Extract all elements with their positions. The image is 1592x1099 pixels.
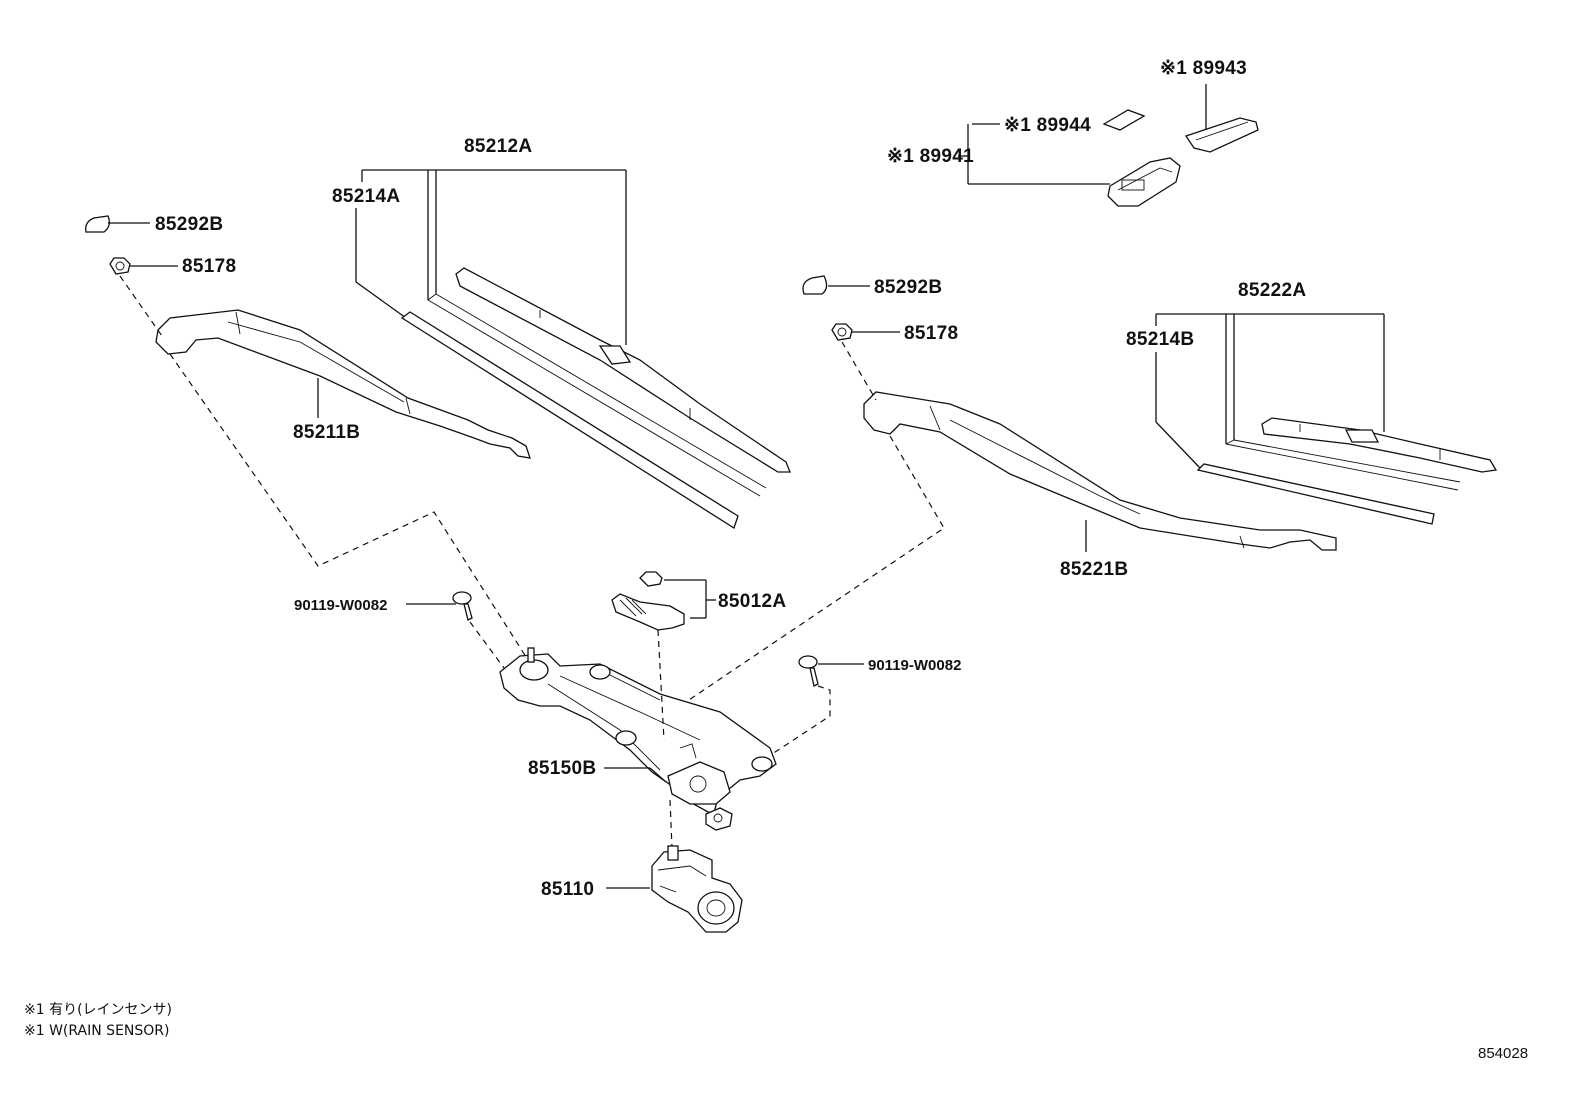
label-85012A: 85012A (718, 591, 786, 612)
rain-sensor-pad: ※1 89944 (972, 109, 1146, 136)
wiper-arm-cap-right: 85292B (802, 275, 942, 298)
label-85110: 85110 (541, 879, 594, 900)
label-85211B: 85211B (293, 422, 360, 443)
wiper-arm-nut-left: 85178 (109, 256, 236, 277)
note-line-2: ※1 W(RAIN SENSOR) (24, 1023, 169, 1039)
wiper-linkage: 85150B (499, 647, 777, 831)
note-line-1: ※1 有り(レインセンサ) (24, 1002, 172, 1018)
wiper-arm-left: 85211B (155, 309, 531, 459)
label-90119-right: 90119-W0082 (868, 657, 961, 674)
wiper-arm-nut-right: 85178 (831, 323, 958, 344)
wiper-blade-left: 85212A 85214A (332, 136, 791, 529)
label-90119-left: 90119-W0082 (294, 597, 387, 614)
rain-sensor-cover: ※1 89943 (1160, 58, 1259, 153)
figure-number: 854028 (1478, 1045, 1528, 1062)
wiper-arm-cap-left: 85292B (85, 214, 223, 235)
label-85292B-right: 85292B (874, 277, 942, 298)
wiper-blade-right: 85222A 85214B (1126, 280, 1498, 525)
label-85292B-left: 85292B (155, 214, 223, 235)
wiper-arm-right: 85221B (863, 391, 1337, 580)
bolt-right: 90119-W0082 (765, 655, 961, 759)
label-85222A: 85222A (1238, 280, 1306, 301)
label-85178-left: 85178 (182, 256, 236, 277)
label-89944: ※1 89944 (1004, 115, 1091, 136)
label-85212A: 85212A (464, 136, 532, 157)
label-89943: ※1 89943 (1160, 58, 1247, 79)
label-85214A: 85214A (332, 186, 400, 207)
label-85150B: 85150B (528, 758, 596, 779)
wiper-motor: 85110 (541, 845, 743, 933)
bolt-left: 90119-W0082 (294, 591, 505, 669)
label-85214B: 85214B (1126, 329, 1194, 350)
label-85178-right: 85178 (904, 323, 958, 344)
pivot-cover-set: 85012A (611, 571, 786, 631)
label-85221B: 85221B (1060, 559, 1128, 580)
rain-sensor: ※1 89941 (887, 124, 1181, 207)
label-89941: ※1 89941 (887, 146, 974, 167)
